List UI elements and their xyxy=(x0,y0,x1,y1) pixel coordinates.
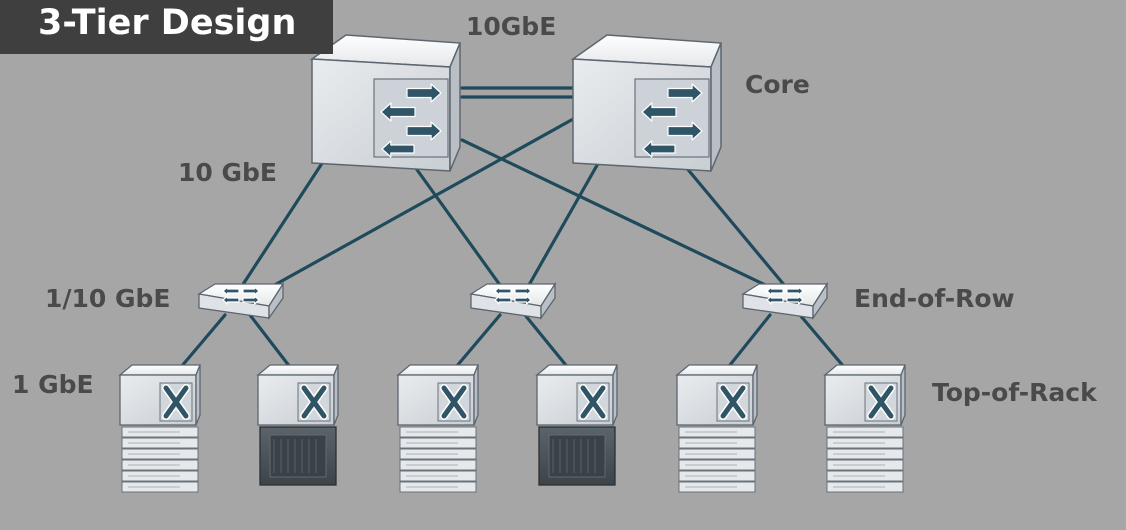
server-stack-icon xyxy=(121,426,199,493)
agg-switch-3 xyxy=(741,281,829,321)
access-switch-1 xyxy=(118,364,201,493)
workgroup-switch-icon xyxy=(494,286,532,305)
core1-agg1-link xyxy=(236,146,334,294)
access-switch-5 xyxy=(675,364,758,493)
atm-switch-icon xyxy=(440,384,468,420)
agg-link-label: 1/10 GbE xyxy=(45,284,171,313)
agg-switch-2 xyxy=(469,281,557,321)
server-stack-icon xyxy=(826,426,904,493)
storage-array-icon xyxy=(259,426,337,486)
atm-switch-icon xyxy=(162,384,190,420)
layer3-switch-icon xyxy=(380,83,442,158)
core1-agg2-link xyxy=(408,158,507,294)
network-links xyxy=(168,86,857,382)
workgroup-switch-icon xyxy=(222,286,260,305)
core-to-agg-link-label: 10 GbE xyxy=(178,158,277,187)
access-switch-2 xyxy=(256,364,339,486)
access-switch-3 xyxy=(396,364,479,493)
title-banner: 3-Tier Design xyxy=(0,0,333,54)
atm-switch-icon xyxy=(719,384,747,420)
core2-agg2-link xyxy=(523,158,602,294)
core-tier-label: Core xyxy=(745,70,810,99)
workgroup-switch-icon xyxy=(766,286,804,305)
atm-switch-icon xyxy=(579,384,607,420)
core-switch-2 xyxy=(570,34,723,172)
end-of-row-label: End-of-Row xyxy=(854,284,1015,313)
tor-link-label: 1 GbE xyxy=(12,370,94,399)
page-title: 3-Tier Design xyxy=(38,3,297,43)
agg-switch-1 xyxy=(197,281,285,321)
server-stack-icon xyxy=(678,426,756,493)
core2-agg1-link xyxy=(260,116,577,294)
storage-array-icon xyxy=(538,426,616,486)
core2-agg3-link xyxy=(678,158,792,294)
top-of-rack-label: Top-of-Rack xyxy=(932,378,1097,407)
core1-agg3-link xyxy=(460,138,782,294)
core-switch-1 xyxy=(309,34,462,172)
atm-switch-icon xyxy=(867,384,895,420)
core-link-label: 10GbE xyxy=(466,12,557,41)
server-stack-icon xyxy=(399,426,477,493)
layer3-switch-icon xyxy=(641,83,703,158)
access-switch-4 xyxy=(535,364,618,486)
atm-switch-icon xyxy=(300,384,328,420)
access-switch-6 xyxy=(823,364,906,493)
